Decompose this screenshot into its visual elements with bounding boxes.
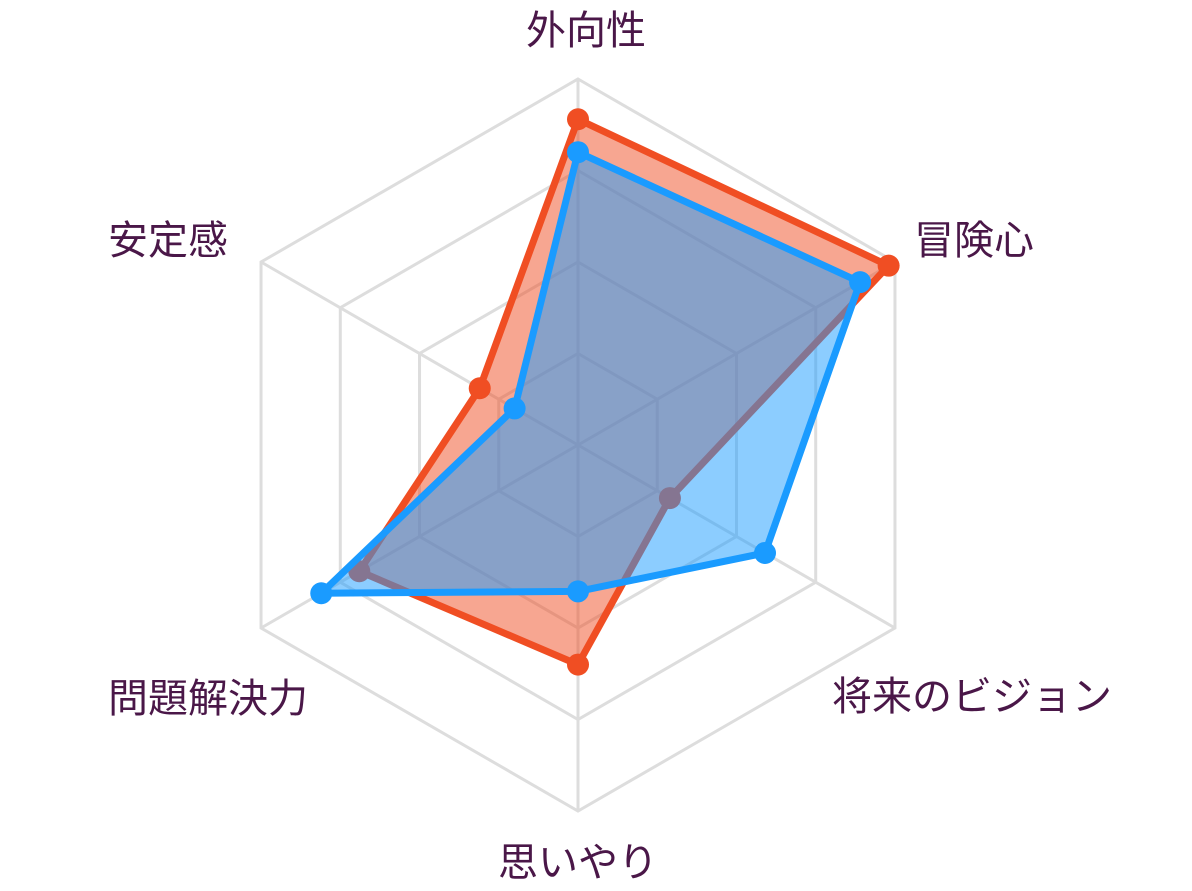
series-1-point-3: [567, 653, 589, 676]
series-2-point-4: [310, 582, 333, 605]
radar-series: [310, 108, 900, 676]
axis-label-future-vision: 将来のビジョン: [832, 674, 1112, 720]
series-2-point-2: [754, 541, 777, 564]
series-2-point-5: [503, 397, 526, 420]
series-2: [310, 141, 872, 605]
series-1-point-0: [567, 108, 589, 131]
series-1-point-5: [468, 377, 491, 400]
axis-label-problem-solving: 問題解決力: [108, 676, 308, 722]
series-1-point-1: [877, 254, 900, 277]
series-2-point-1: [849, 271, 872, 294]
axis-labels: 外向性 冒険心 将来のビジョン 思いやり 問題解決力 安定感: [108, 8, 1112, 886]
axis-label-extraversion: 外向性: [526, 8, 646, 54]
series-2-point-3: [567, 580, 589, 603]
axis-label-stability: 安定感: [108, 218, 228, 264]
axis-label-compassion: 思いやり: [498, 840, 658, 886]
series-2-point-0: [567, 141, 589, 164]
axis-label-adventurousness: 冒険心: [914, 218, 1034, 264]
